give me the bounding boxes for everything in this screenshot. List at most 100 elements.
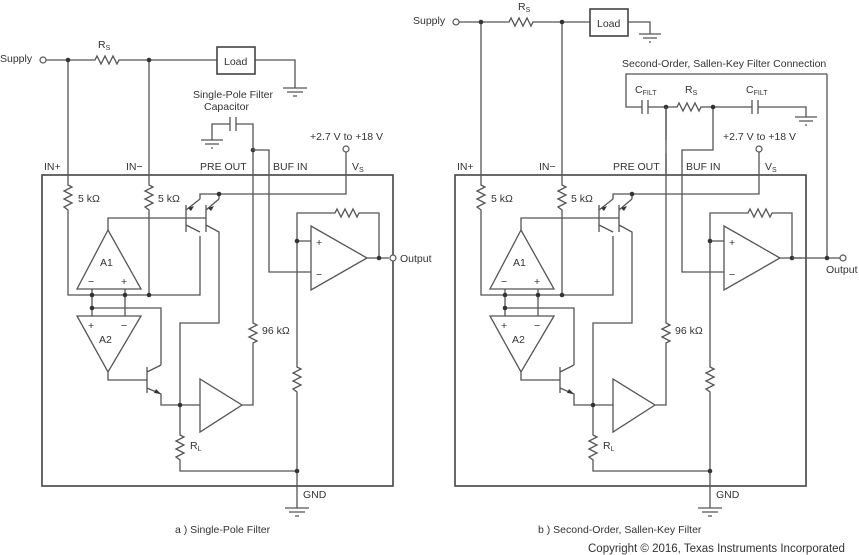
pin-label-in-minus: IN−	[126, 161, 143, 173]
out-amp-plus-label: +	[729, 237, 735, 249]
base-wire	[107, 217, 206, 230]
pin-label-vs: VS	[352, 161, 364, 174]
a1-minus-label: −	[88, 276, 94, 288]
pin-label-pre-out: PRE OUT	[200, 161, 247, 173]
resistor-rl-label: RL	[190, 440, 202, 453]
caption-a: a ) Single-Pole Filter	[175, 524, 271, 536]
pnp-transistor-1	[598, 198, 614, 233]
load-label: Load	[597, 18, 621, 30]
pin-label-in-plus: IN+	[457, 161, 474, 173]
a2-plus-label: +	[501, 320, 507, 332]
resistor-5k-label: 5 kΩ	[491, 193, 513, 205]
op-amp-a1-label: A1	[513, 257, 526, 269]
op-amp-a1-label: A1	[100, 257, 113, 269]
op-amp-a1	[488, 228, 556, 316]
resistor-96k-label: 96 kΩ	[675, 325, 703, 337]
op-amp-a2-label: A2	[99, 334, 112, 346]
pin-label-buf-in: BUF IN	[686, 161, 720, 173]
ic-internals-b: IN+ IN− PRE OUT BUF IN VS 5 kΩ 5 kΩ A1 −…	[454, 131, 807, 517]
out-amp-minus-label: −	[729, 269, 735, 281]
load-box	[216, 46, 256, 75]
cfilt-label-2: CFILT	[746, 84, 768, 97]
copyright: Copyright © 2016, Texas Instruments Inco…	[588, 543, 845, 555]
resistor-rl-label: RL	[603, 440, 615, 453]
rs-label: RS	[98, 39, 111, 52]
output-terminal	[839, 254, 847, 262]
gnd-resistor	[291, 241, 303, 508]
output-label: Output	[826, 264, 858, 276]
ground-icon	[285, 507, 309, 517]
vs-range-label: +2.7 V to +18 V	[723, 131, 796, 143]
npn-transistor	[107, 364, 200, 406]
vs-terminal	[342, 145, 350, 153]
ic-package-box	[41, 174, 394, 487]
rs-filter-label: RS	[685, 84, 698, 97]
buffer-amplifier	[199, 150, 259, 434]
output-terminal	[389, 254, 397, 262]
supply-terminal	[452, 18, 460, 26]
ground-icon	[201, 139, 223, 149]
a1-plus-label: +	[534, 276, 540, 288]
pin-label-pre-out: PRE OUT	[613, 161, 660, 173]
supply-wire	[459, 16, 651, 170]
resistor-rl	[174, 405, 297, 472]
pin-label-vs: VS	[765, 161, 777, 174]
supply-terminal	[39, 56, 47, 64]
cfilt-label-1: CFILT	[635, 84, 657, 97]
resistor-5k-label: 5 kΩ	[158, 193, 180, 205]
supply-label: Supply	[413, 15, 446, 27]
resistor-5k-label: 5 kΩ	[78, 193, 100, 205]
resistor-rl	[587, 405, 710, 472]
ic-package-box	[454, 174, 807, 487]
emitter-arrow	[154, 389, 161, 394]
junction-dots	[502, 147, 795, 474]
panel-a-external: Supply RS Load Single-Pole Filter Capaci…	[0, 39, 432, 536]
a2-minus-label: −	[534, 320, 540, 332]
supply-label: Supply	[0, 53, 33, 65]
gnd-label: GND	[716, 489, 740, 501]
resistor-5k-in-minus	[556, 170, 568, 295]
ground-icon	[795, 116, 817, 126]
out-amp-minus-label: −	[316, 269, 322, 281]
base-wire	[520, 217, 619, 230]
vs-terminal	[755, 145, 763, 153]
op-amp-a1	[75, 228, 143, 316]
ground-icon	[639, 33, 661, 43]
npn-transistor	[520, 364, 613, 406]
pin-label-buf-in: BUF IN	[273, 161, 307, 173]
op-amp-a2	[75, 307, 162, 374]
pin-label-in-minus: IN−	[539, 161, 556, 173]
ic-internals: IN+ IN− PRE OUT BUF IN VS 5 kΩ 5 kΩ A1 −…	[41, 131, 394, 517]
resistor-5k-label: 5 kΩ	[571, 193, 593, 205]
op-amp-a2	[488, 307, 575, 374]
a1-minus-label: −	[501, 276, 507, 288]
gnd-label: GND	[303, 489, 327, 501]
a1-plus-label: +	[121, 276, 127, 288]
emitter-arrow	[188, 206, 214, 211]
load-box	[589, 8, 629, 37]
resistor-96k-label: 96 kΩ	[262, 325, 290, 337]
op-amp-a2-label: A2	[512, 334, 525, 346]
load-label: Load	[224, 56, 248, 68]
a2-minus-label: −	[121, 320, 127, 332]
emitter-arrow	[567, 389, 574, 394]
caption-b: b ) Second-Order, Sallen-Key Filter	[538, 524, 702, 536]
ground-icon	[698, 507, 722, 517]
cap-label-line2: Capacitor	[204, 101, 249, 113]
output-op-amp	[310, 224, 369, 292]
supply-wire	[46, 54, 296, 170]
filter-capacitor	[211, 117, 311, 273]
buffer-amplifier	[612, 150, 672, 434]
sallen-key-label: Second-Order, Sallen-Key Filter Connecti…	[622, 58, 826, 70]
output-op-amp	[723, 224, 782, 292]
vs-range-label: +2.7 V to +18 V	[310, 131, 383, 143]
junction-dots	[89, 147, 382, 474]
pin-label-in-plus: IN+	[44, 161, 61, 173]
panel-b-external: Supply RS Load Second-Order, Sallen-Key …	[413, 1, 858, 536]
ground-icon	[283, 87, 307, 97]
output-label: Output	[400, 253, 432, 265]
resistor-5k-in-minus	[143, 170, 155, 295]
cap-label-line1: Single-Pole Filter	[193, 89, 273, 101]
gnd-resistor	[704, 241, 716, 508]
